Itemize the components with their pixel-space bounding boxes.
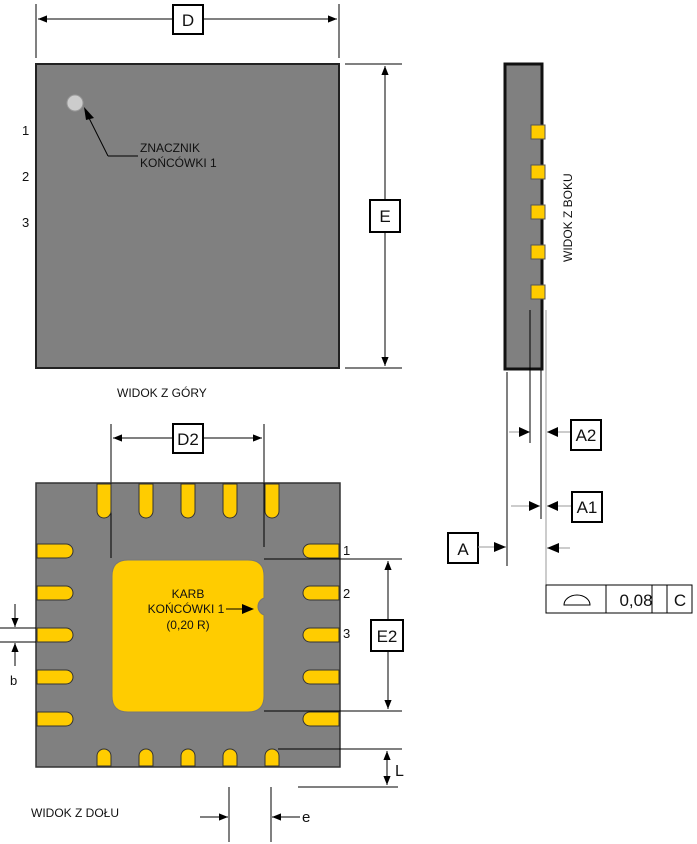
bottom-view-lead-right bbox=[302, 669, 340, 685]
e-dim-label: E bbox=[379, 207, 390, 226]
bottom-view-lead-bottom bbox=[96, 748, 112, 767]
pin1-leader bbox=[87, 115, 109, 157]
bottom-pin-number-2: 2 bbox=[343, 586, 350, 601]
top-pin-number-3: 3 bbox=[22, 215, 29, 230]
bottom-view-lead-right bbox=[302, 585, 340, 601]
bottom-view-lead-top bbox=[180, 483, 196, 519]
a-dim-box bbox=[447, 532, 479, 564]
bottom-pin-number-1: 1 bbox=[343, 543, 350, 558]
bottom-view-lead-top bbox=[138, 483, 154, 519]
bottom-view-lead-right bbox=[302, 711, 340, 727]
bottom-view: D2 KARB KOŃCÓWKI 1 (0,20 R) 1 2 3 E2 b bbox=[0, 423, 404, 842]
bottom-pin-number-3: 3 bbox=[343, 626, 350, 641]
e2-dim-box bbox=[370, 619, 404, 652]
side-view-caption: WIDOK Z BOKU bbox=[561, 173, 575, 262]
a1-dim-box bbox=[571, 491, 603, 523]
bottom-view-lead-left bbox=[36, 711, 74, 727]
l-dim-label: L bbox=[395, 763, 404, 780]
d-dim-label: D bbox=[182, 11, 194, 30]
a1-arrowhead-left-icon bbox=[529, 501, 540, 511]
side-lead bbox=[530, 204, 546, 220]
a2-dim-box bbox=[570, 419, 602, 451]
a-dim-label: A bbox=[457, 540, 469, 559]
side-lead bbox=[530, 284, 546, 300]
side-lead bbox=[530, 164, 546, 180]
bottom-view-lead-top bbox=[222, 483, 238, 519]
notch-label-3: (0,20 R) bbox=[166, 618, 209, 632]
notch-label-1: KARB bbox=[172, 587, 205, 601]
a-arrowhead-left-icon bbox=[494, 542, 506, 552]
package-body-top bbox=[35, 63, 340, 369]
bottom-view-lead-left bbox=[36, 669, 74, 685]
pin1-marker-label-2: KOŃCÓWKI 1 bbox=[140, 155, 217, 170]
bottom-view-lead-top bbox=[264, 483, 280, 519]
a1-dim-label: A1 bbox=[577, 498, 598, 517]
bottom-view-lead-left bbox=[36, 585, 74, 601]
a1-arrowhead-right-icon bbox=[547, 501, 558, 511]
profile-of-surface-icon bbox=[563, 594, 591, 606]
d-dim-box bbox=[172, 4, 204, 35]
a2-dim-label: A2 bbox=[576, 426, 597, 445]
side-view: WIDOK Z BOKU A2 A1 A bbox=[447, 62, 693, 614]
e2-dim-label: E2 bbox=[377, 627, 398, 646]
e-dim-box bbox=[369, 199, 401, 233]
coplanarity-tolerance: 0,08 bbox=[619, 591, 652, 610]
pin1-arrowhead-icon bbox=[84, 107, 94, 120]
coplanarity-frame: 0,08 C bbox=[545, 584, 693, 614]
top-view: D ZNACZNIK KOŃCÓWKI 1 1 2 3 E WIDOK Z GÓ… bbox=[22, 4, 402, 400]
bottom-view-caption: WIDOK Z DOŁU bbox=[31, 806, 119, 820]
top-view-caption: WIDOK Z GÓRY bbox=[117, 385, 207, 400]
bottom-leads bbox=[36, 483, 340, 767]
bottom-view-lead-left bbox=[36, 543, 74, 559]
pin1-marker-label-1: ZNACZNIK bbox=[140, 141, 200, 155]
notch-arrowhead-icon bbox=[242, 604, 254, 614]
a2-arrowhead-right-icon bbox=[547, 427, 558, 437]
bottom-view-lead-right bbox=[302, 627, 340, 643]
bottom-view-lead-top bbox=[96, 483, 112, 519]
side-lead bbox=[530, 244, 546, 260]
d2-dim-box bbox=[172, 423, 204, 454]
notch-label-2: KOŃCÓWKI 1 bbox=[148, 601, 225, 616]
a-arrowhead-right-icon bbox=[547, 543, 559, 553]
top-pin-number-1: 1 bbox=[22, 123, 29, 138]
bottom-view-lead-right bbox=[302, 543, 340, 559]
bottom-view-lead-bottom bbox=[180, 748, 196, 767]
d2-dim-label: D2 bbox=[177, 430, 199, 449]
bottom-view-lead-left bbox=[36, 627, 74, 643]
exposed-thermal-pad bbox=[111, 559, 265, 713]
package-body-side bbox=[503, 62, 544, 371]
side-lead bbox=[530, 124, 546, 140]
pin1-marker-dot bbox=[66, 94, 84, 112]
bottom-view-lead-bottom bbox=[264, 748, 280, 767]
b-dim-label: b bbox=[10, 673, 17, 688]
coplanarity-datum: C bbox=[674, 591, 686, 610]
e-pitch-label: e bbox=[302, 809, 310, 826]
bottom-view-lead-bottom bbox=[138, 748, 154, 767]
a2-arrowhead-left-icon bbox=[519, 427, 530, 437]
side-leads bbox=[530, 124, 546, 300]
top-pin-number-2: 2 bbox=[22, 169, 29, 184]
bottom-view-lead-bottom bbox=[222, 748, 238, 767]
